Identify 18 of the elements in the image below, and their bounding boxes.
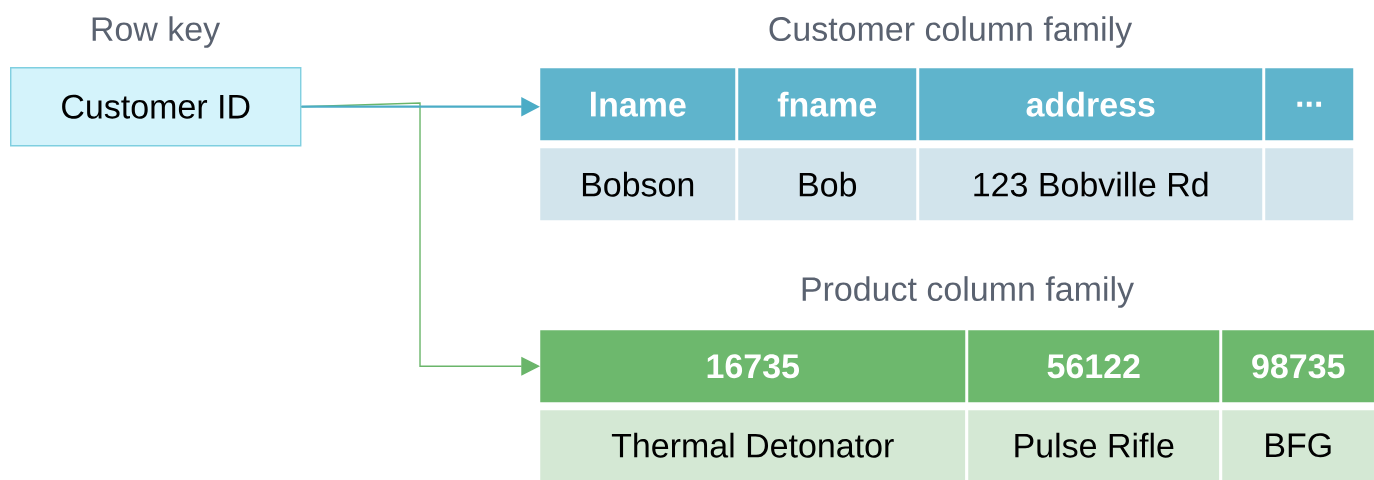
- table-cell: Thermal Detonator: [540, 410, 966, 480]
- table-cell: [1265, 148, 1354, 221]
- table-cell: BFG: [1222, 410, 1374, 480]
- column-header-cell: 16735: [540, 330, 966, 403]
- column-header-cell: lname: [540, 68, 736, 141]
- table-cell: Bob: [738, 148, 917, 221]
- table-cell: 123 Bobville Rd: [919, 148, 1263, 221]
- column-header-cell: ...: [1265, 68, 1354, 141]
- column-header-cell: 56122: [968, 330, 1220, 403]
- column-header-cell: 98735: [1222, 330, 1374, 403]
- heading: Product column family: [802, 276, 1134, 308]
- row-key-box: Customer ID: [10, 67, 302, 147]
- heading: Row key: [92, 16, 221, 48]
- table-cell: Pulse Rifle: [968, 410, 1220, 480]
- heading: Customer column family: [769, 16, 1133, 48]
- column-header-cell: address: [919, 68, 1263, 141]
- column-header-cell: fname: [738, 68, 917, 141]
- table-cell: Bobson: [540, 148, 736, 221]
